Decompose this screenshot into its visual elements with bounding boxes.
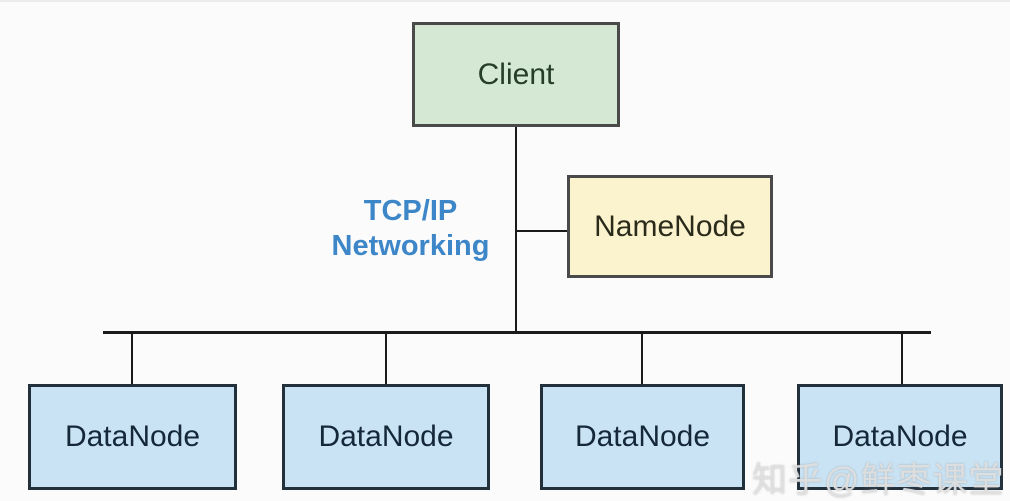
connector-trunk-to-namenode [516, 230, 567, 232]
network-bus-line [103, 331, 931, 334]
datanode-node-3-label: DataNode [574, 420, 711, 453]
datanode-node-4-label: DataNode [832, 420, 968, 453]
connector-client-to-bus [515, 127, 517, 332]
network-label: TCP/IP Networking [318, 194, 503, 264]
network-label-line2: Networking [331, 230, 490, 262]
namenode-node: NameNode [567, 175, 773, 278]
connector-bus-to-datanode-2 [385, 332, 387, 385]
client-node-label: Client [477, 57, 555, 91]
connector-bus-to-datanode-1 [131, 332, 133, 385]
datanode-node-1-label: DataNode [64, 420, 201, 453]
connector-bus-to-datanode-4 [901, 332, 903, 385]
connector-bus-to-datanode-3 [641, 332, 643, 385]
namenode-node-label: NameNode [594, 209, 746, 243]
zhihu-watermark: 知乎@鲜枣课堂 [752, 461, 1005, 500]
datanode-node-2-label: DataNode [318, 420, 454, 453]
network-label-line1: TCP/IP [363, 195, 458, 227]
datanode-node-3: DataNode [540, 384, 745, 490]
client-node: Client [412, 22, 620, 127]
datanode-node-4: DataNode [797, 384, 1003, 490]
datanode-node-2: DataNode [282, 384, 490, 490]
datanode-node-1: DataNode [28, 384, 237, 490]
